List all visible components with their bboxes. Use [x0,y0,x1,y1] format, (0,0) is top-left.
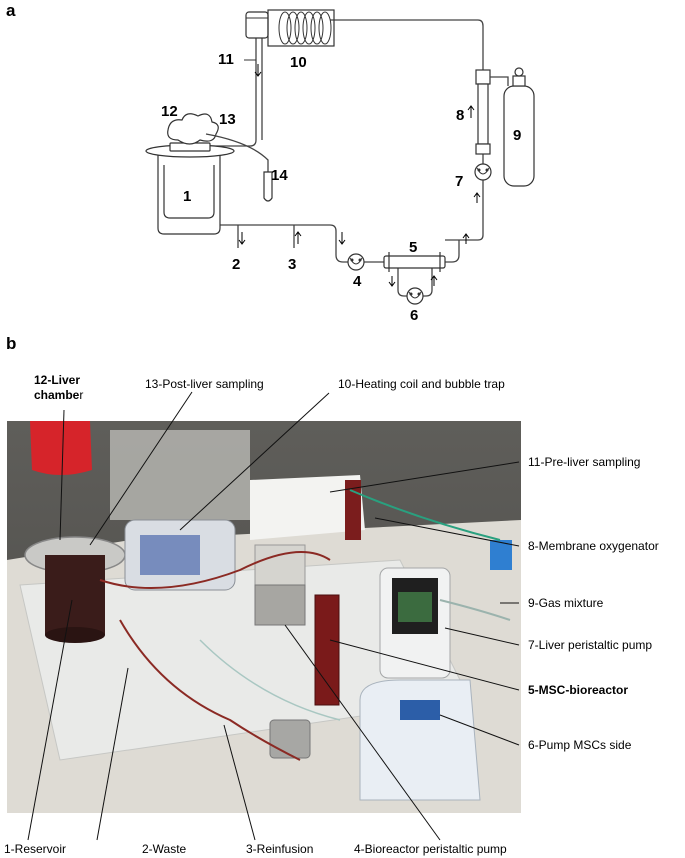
oxygenator-photo [345,480,361,540]
callout-gas-mixture: 9-Gas mixture [528,596,604,610]
tube-coil-to-oxygenator [330,19,484,70]
callout-reinfusion: 3-Reinfusion [246,842,313,856]
callout-lines [27,391,520,841]
callout-membrane-oxygenator: 8-Membrane oxygenator [528,539,659,553]
label-7: 7 [455,173,463,190]
sampling-tube [263,171,273,202]
liver-organ [167,113,219,145]
callout-pump-mscs-side: 6-Pump MSCs side [528,738,632,752]
panel-a-labels: 1 2 3 4 5 6 7 8 9 10 11 12 13 14 [161,51,521,324]
oxygenator-top-port [475,69,491,85]
label-2: 2 [232,256,240,273]
setup-photograph [7,421,521,813]
pump-controller-photo [254,544,306,586]
callout-reservoir: 1-Reservoir [4,842,66,856]
callout-bioreactor-pump: 4-Bioreactor peristaltic pump [354,842,507,856]
callout-heating-coil: 10-Heating coil and bubble trap [338,377,505,391]
callout-post-liver-sampling: 13-Post-liver sampling [145,377,264,391]
label-11: 11 [218,51,234,68]
circuit-schematic [145,9,535,305]
bioreactor-photo [314,594,340,706]
callout-liver-chamber-2: chamber [34,388,83,402]
bioreactor-pump-symbol [347,253,365,271]
flow-arrows [238,64,481,287]
callout-liver-chamber-1: 12-Liver [34,373,80,387]
msc-bioreactor-symbol [383,252,446,272]
liver-pump-symbol [474,163,492,181]
label-4: 4 [353,273,362,290]
panel-b-letter: b [6,334,16,353]
callout-waste: 2-Waste [142,842,187,856]
label-13: 13 [219,111,236,128]
panel-a-letter: a [6,1,16,20]
foot-switch [269,719,311,759]
label-14: 14 [271,167,288,184]
callout-pre-liver-sampling: 11-Pre-liver sampling [528,455,640,469]
msc-pump-symbol [406,287,424,305]
reservoir-photo [45,555,105,635]
red-bottle [30,421,92,475]
gas-mixture-photo [490,540,512,570]
bioreactor-pump-photo [254,584,306,626]
post-liver-sampling-line [205,133,269,172]
membrane-oxygenator [477,83,489,145]
label-3: 3 [288,256,296,273]
tube-coil-to-liver [210,38,257,147]
label-5: 5 [409,239,417,256]
upper-rack [110,430,250,520]
label-8: 8 [456,107,464,124]
heating-coil [278,11,332,45]
bubble-trap [245,11,269,39]
label-9: 9 [513,127,521,144]
label-6: 6 [410,307,418,324]
label-1: 1 [183,188,191,205]
gas-regulator [512,75,526,87]
callout-liver-pump: 7-Liver peristaltic pump [528,638,652,652]
label-10: 10 [290,54,307,71]
callout-msc-bioreactor: 5-MSC-bioreactor [528,683,628,697]
label-12: 12 [161,103,178,120]
msc-pump-photo [359,679,481,801]
tube-reservoir-to-bioreactor [215,224,384,263]
oxygenator-bottom-port [475,143,491,155]
tube-pump-to-bioreactor [445,180,484,241]
reservoir-liquid [163,165,215,219]
